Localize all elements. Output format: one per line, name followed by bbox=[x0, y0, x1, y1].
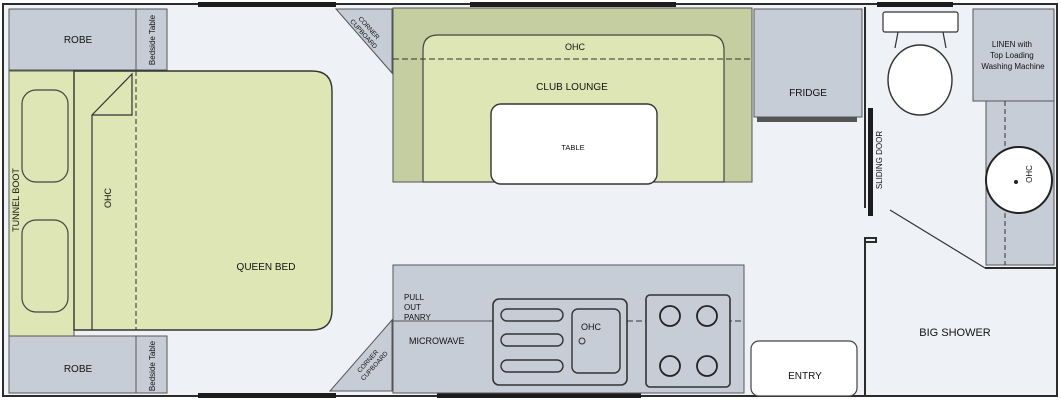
entry-step bbox=[750, 340, 858, 397]
toilet-bowl bbox=[887, 44, 953, 116]
toilet-stem-left bbox=[894, 31, 899, 49]
bedside-table-bottom bbox=[135, 335, 168, 394]
fridge-label: FRIDGE bbox=[789, 88, 827, 99]
entry-label: ENTRY bbox=[788, 371, 822, 382]
sink-bowl bbox=[571, 308, 621, 374]
kitchen-ohc-label: OHC bbox=[581, 322, 602, 332]
toilet-stem-right bbox=[942, 31, 947, 49]
bathroom-ohc-label: OHC bbox=[1025, 165, 1034, 183]
fridge bbox=[753, 8, 863, 118]
bed-ohc-label: OHC bbox=[103, 188, 113, 209]
lounge-table bbox=[490, 103, 658, 185]
drain-board-groove-1 bbox=[500, 308, 564, 322]
burner-1 bbox=[659, 305, 681, 327]
sliding-door-label: SLIDING DOOR bbox=[875, 131, 884, 189]
window-bottom-kitchen bbox=[437, 393, 641, 398]
robe-bottom-label: ROBE bbox=[64, 364, 93, 375]
pillow-top bbox=[21, 89, 69, 183]
bedside-table-bottom-label: Bedside Table bbox=[148, 340, 157, 391]
bedside-table-top bbox=[135, 8, 168, 71]
queen-bed bbox=[73, 70, 333, 331]
window-top-bathroom bbox=[877, 2, 953, 7]
shower-wall-left bbox=[864, 237, 877, 396]
corner-cupboard-top bbox=[334, 8, 393, 75]
window-top-lounge bbox=[470, 2, 676, 7]
robe-top-label: ROBE bbox=[64, 35, 93, 46]
table-label: TABLE bbox=[561, 143, 584, 152]
tunnel-boot-label: TUNNEL BOOT bbox=[11, 168, 21, 232]
sink-drain bbox=[578, 337, 586, 345]
queen-bed-label: QUEEN BED bbox=[237, 262, 296, 273]
robe-top bbox=[8, 8, 137, 71]
basin-drain bbox=[1014, 180, 1018, 184]
window-top-bedroom bbox=[198, 2, 336, 7]
corner-cupboard-bottom bbox=[328, 318, 393, 392]
linen-label: LINEN with Top Loading Washing Machine bbox=[981, 40, 1045, 71]
window-bottom-bedroom bbox=[198, 393, 336, 398]
club-lounge-label: CLUB LOUNGE bbox=[536, 82, 608, 93]
burner-2 bbox=[696, 305, 718, 327]
microwave-label: MICROWAVE bbox=[409, 336, 465, 346]
basin bbox=[985, 146, 1053, 214]
cooktop bbox=[645, 294, 731, 388]
drain-board-groove-2 bbox=[500, 333, 564, 347]
pillow-bottom bbox=[21, 219, 69, 313]
pantry-label: PULL OUT PANRY bbox=[404, 293, 431, 322]
bed-fold-corner bbox=[91, 72, 133, 330]
burner-3 bbox=[659, 355, 681, 377]
burner-4 bbox=[696, 355, 718, 377]
toilet-cistern bbox=[882, 11, 959, 33]
fridge-base bbox=[757, 117, 857, 122]
linen-cupboard bbox=[972, 8, 1055, 102]
shower-door-swing bbox=[889, 209, 986, 269]
bedside-table-top-label: Bedside Table bbox=[148, 14, 157, 65]
lounge-ohc-label: OHC bbox=[565, 42, 586, 52]
sliding-door bbox=[868, 108, 873, 216]
big-shower-label: BIG SHOWER bbox=[919, 327, 991, 339]
drain-board-groove-3 bbox=[500, 359, 564, 373]
